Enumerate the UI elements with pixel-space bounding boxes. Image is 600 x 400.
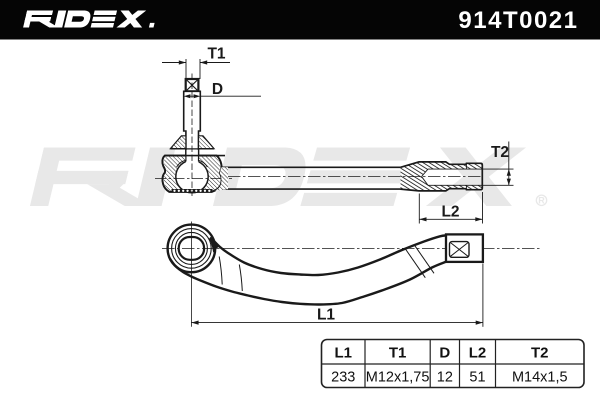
svg-text:T1: T1 [389, 345, 407, 362]
svg-text:914T0021: 914T0021 [458, 7, 578, 34]
svg-text:L2: L2 [441, 204, 459, 221]
svg-text:12: 12 [437, 370, 453, 386]
svg-text:233: 233 [331, 370, 355, 386]
svg-text:D: D [212, 81, 223, 98]
svg-text:M12x1,75: M12x1,75 [366, 370, 430, 386]
svg-text:L1: L1 [334, 345, 352, 362]
svg-text:T2: T2 [491, 144, 509, 161]
svg-text:L1: L1 [317, 307, 335, 324]
svg-text:R: R [538, 196, 545, 206]
svg-text:M14x1,5: M14x1,5 [512, 370, 568, 386]
svg-text:T1: T1 [207, 46, 225, 63]
svg-text:D: D [439, 345, 450, 362]
svg-text:51: 51 [469, 370, 485, 386]
svg-text:T2: T2 [531, 345, 549, 362]
svg-text:L2: L2 [469, 345, 487, 362]
